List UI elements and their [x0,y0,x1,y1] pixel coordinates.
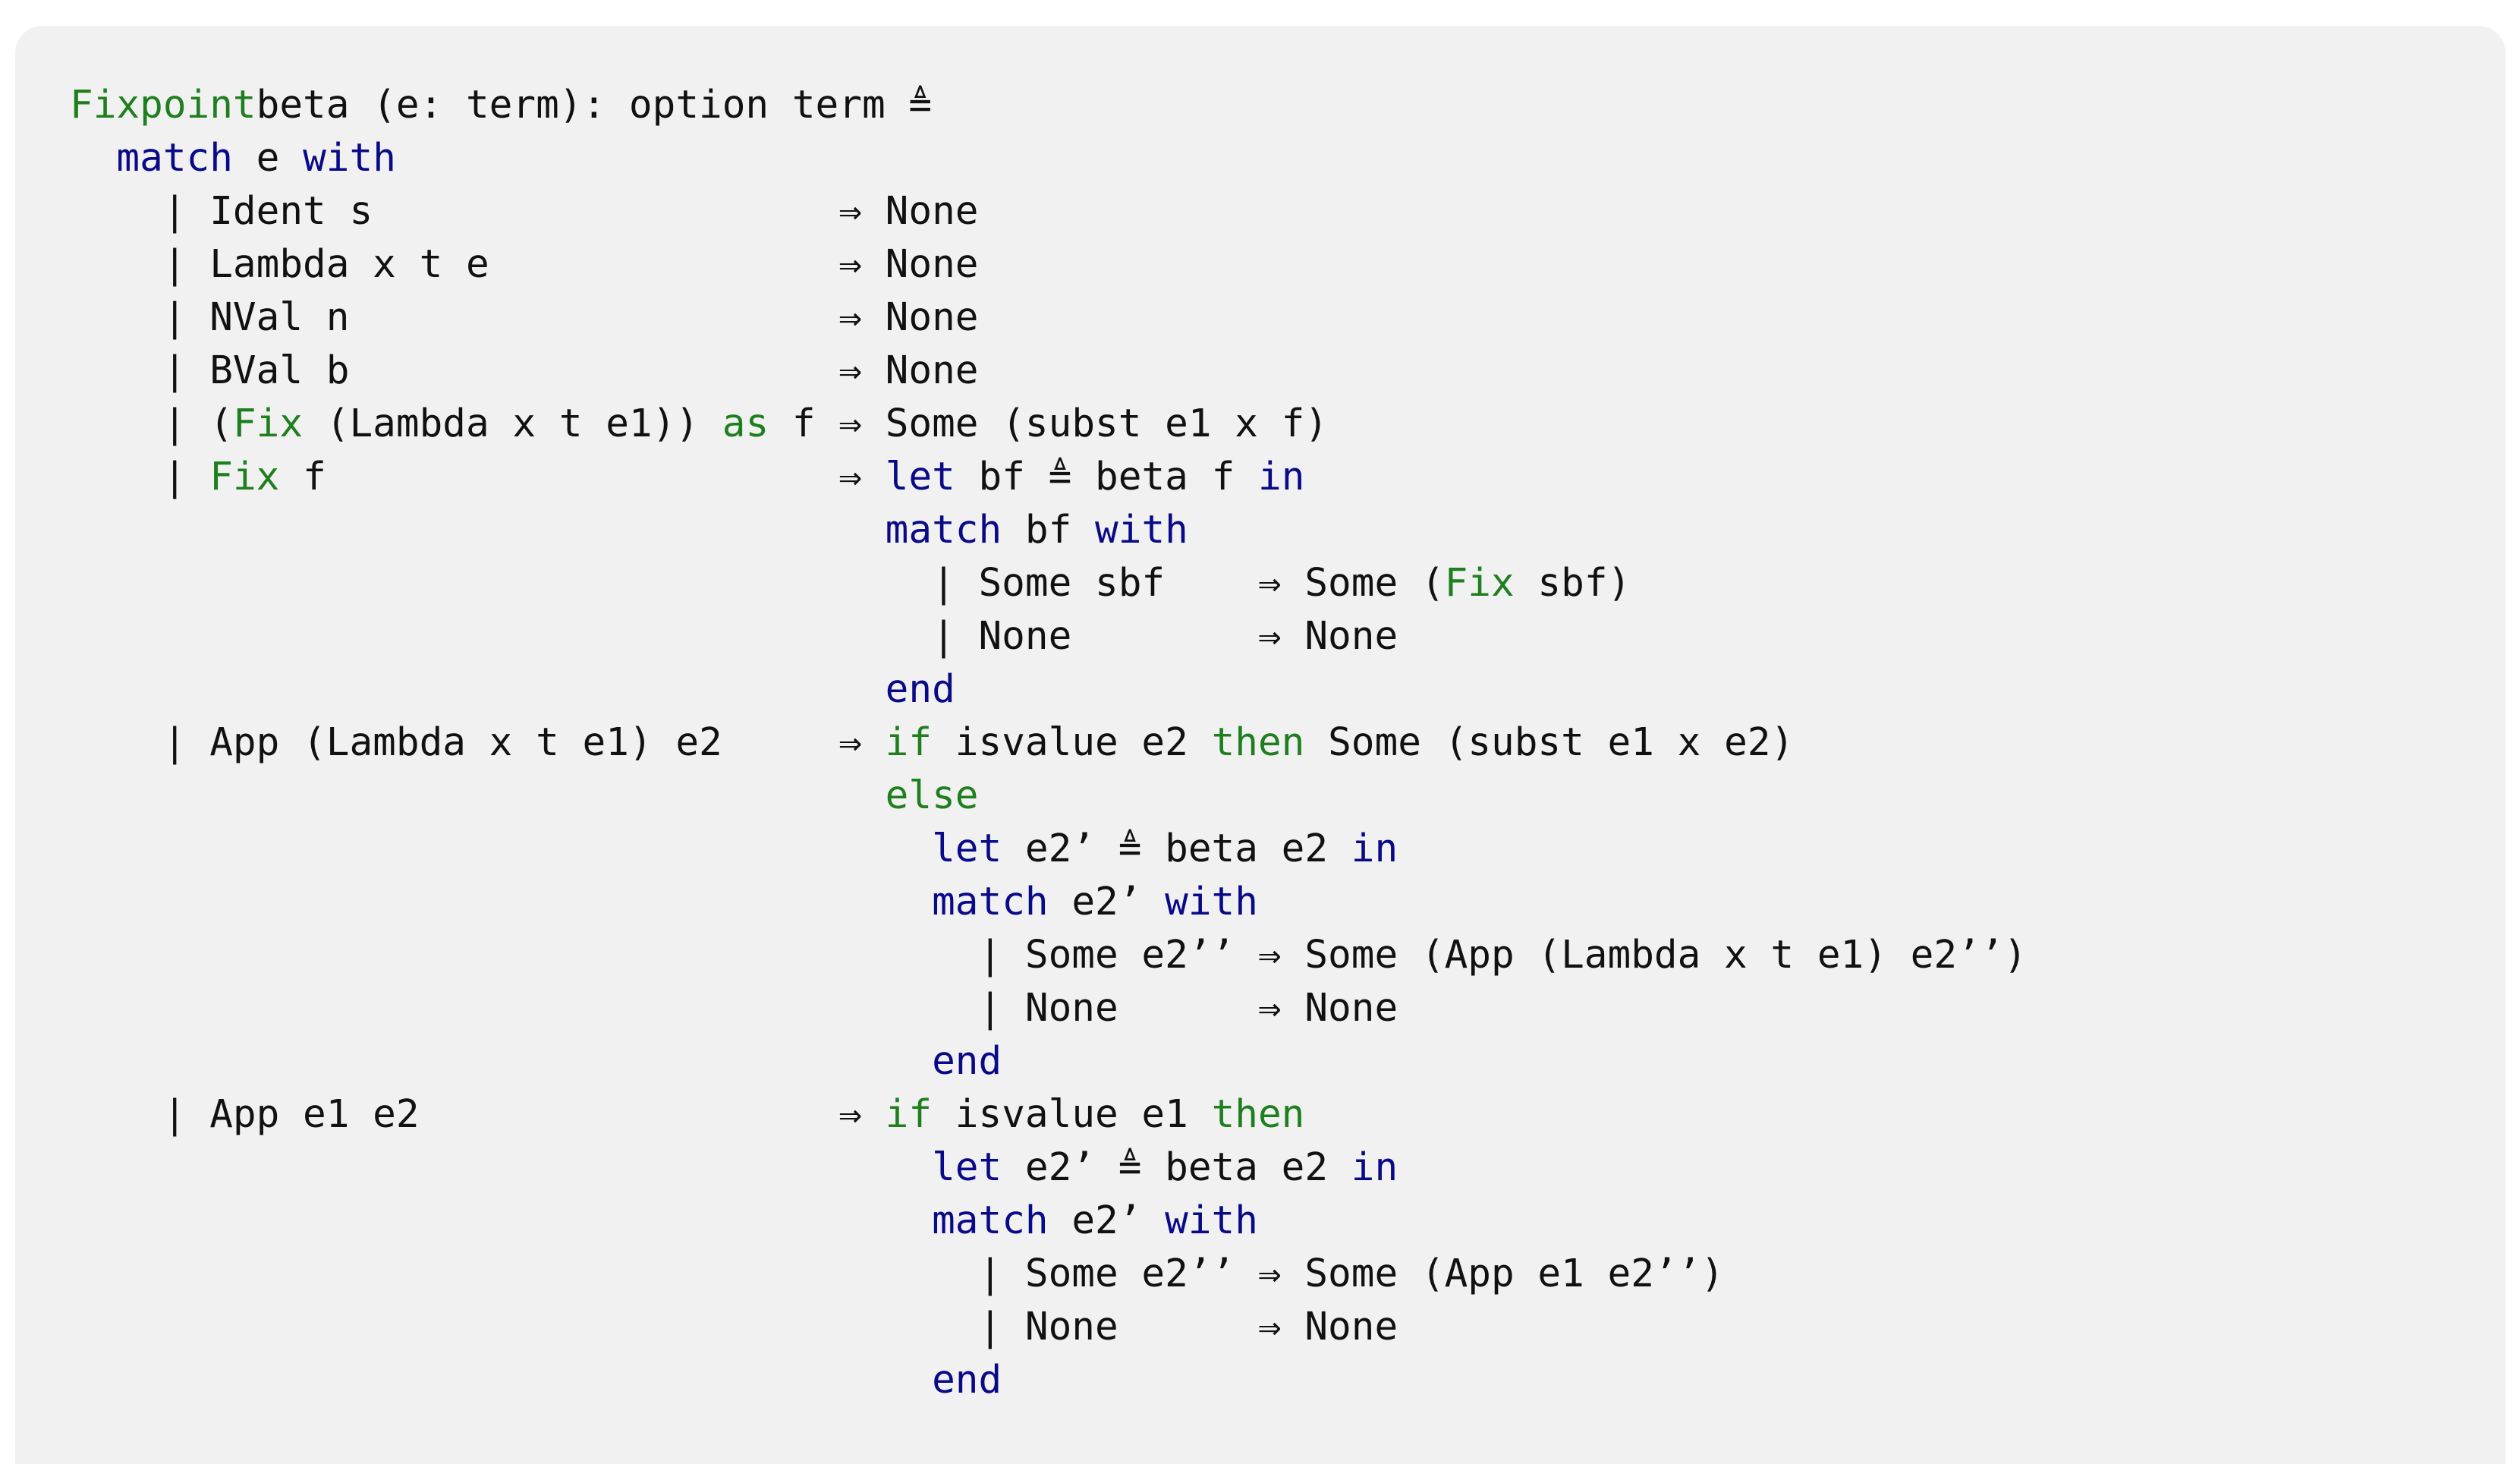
code-text: isvalue e1 [932,1092,1212,1137]
code-line: | Fix f ⇒ let bf ≜ beta f in [70,451,2027,504]
code-keyword: end [885,667,955,712]
code-keyword: Fix [1444,561,1515,606]
code-text: | None ⇒ None [70,614,1398,659]
code-line: | App e1 e2 ⇒ if isvalue e1 then [70,1088,2027,1141]
code-text [70,1198,932,1243]
code-keyword: Fixpoint [70,83,256,128]
code-text: | BVal b ⇒ None [70,348,979,393]
code-text [70,826,932,871]
code-text: f ⇒ Some (subst e1 x f) [769,401,1329,446]
code-text: sbf) [1514,561,1631,606]
code-text: | Some e2’’ ⇒ Some (App (Lambda x t e1) … [70,933,2028,978]
code-keyword: Fix [209,455,280,499]
code-text [70,880,932,924]
code-text: bf [1002,508,1096,553]
code-line: match bf with [70,504,2027,557]
code-text: e2’ ≜ beta e2 [1002,826,1351,871]
code-keyword: else [885,773,979,818]
code-text [70,1358,932,1403]
code-text [70,773,886,818]
code-keyword: with [1165,1198,1258,1243]
code-line: let e2’ ≜ beta e2 in [70,1141,2027,1195]
code-text: | Some e2’’ ⇒ Some (App e1 e2’’) [70,1251,1725,1296]
code-keyword: if [885,1092,933,1137]
code-keyword: in [1257,455,1305,499]
code-text: | NVal n ⇒ None [70,295,979,340]
code-line: | Some e2’’ ⇒ Some (App (Lambda x t e1) … [70,929,2027,982]
code-keyword: match [116,136,233,181]
code-text: isvalue e2 [932,720,1212,765]
code-line: | BVal b ⇒ None [70,345,2027,398]
code-keyword: let [932,1145,1002,1190]
code-line: end [70,663,2027,716]
code-line: | None ⇒ None [70,982,2027,1035]
code-keyword: then [1211,720,1305,765]
code-text: e2’ ≜ beta e2 [1002,1145,1351,1190]
code-line: | Lambda x t e ⇒ None [70,238,2027,291]
code-line: match e with [70,132,2027,185]
code-text [70,667,886,712]
code-text: | [70,455,210,499]
code-keyword: with [1095,508,1188,553]
code-text: e2’ [1048,1198,1166,1243]
code-line: match e2’ with [70,876,2027,929]
code-text: e [232,136,304,181]
code-line: | None ⇒ None [70,610,2027,663]
code-keyword: Fix [232,401,304,446]
code-text: | None ⇒ None [70,1305,1398,1349]
code-line: | Some sbf ⇒ Some (Fix sbf) [70,557,2027,610]
code-text: | ( [70,401,233,446]
code-line: | (Fix (Lambda x t e1)) as f ⇒ Some (sub… [70,398,2027,451]
code-line: match e2’ with [70,1195,2027,1248]
code-keyword: in [1351,826,1398,871]
code-keyword: let [885,455,955,499]
code-line: Fixpointbeta (e: term): option term ≜ [70,79,2027,132]
code-text: | Ident s ⇒ None [70,189,979,234]
code-text [70,508,886,553]
code-keyword: with [1165,880,1258,924]
code-line: | Ident s ⇒ None [70,185,2027,238]
code-text: | App e1 e2 ⇒ [70,1092,886,1137]
code-keyword: if [885,720,933,765]
code-text: (Lambda x t e1)) [303,401,722,446]
code-line: | App (Lambda x t e1) e2 ⇒ if isvalue e2… [70,716,2027,770]
code-keyword: then [1211,1092,1305,1137]
code-keyword: as [722,401,769,446]
code-text: | Some sbf ⇒ Some ( [70,561,1445,606]
code-keyword: end [932,1358,1002,1403]
code-line: | NVal n ⇒ None [70,291,2027,345]
code-listing-panel: Fixpointbeta (e: term): option term ≜ ma… [15,26,2506,1464]
code-text: bf ≜ beta f [955,455,1258,499]
code-keyword: with [303,136,396,181]
code-text: beta (e: term): option term ≜ [256,83,933,128]
code-line: let e2’ ≜ beta e2 in [70,823,2027,876]
code-text [70,1039,932,1084]
code-text: e2’ [1048,880,1166,924]
code-keyword: match [885,508,1002,553]
code-keyword: end [932,1039,1002,1084]
code-text: | Lambda x t e ⇒ None [70,242,979,287]
code-text: | None ⇒ None [70,986,1398,1031]
code-line: end [70,1354,2027,1407]
code-text: f ⇒ [279,455,886,499]
code-text: Some (subst e1 x e2) [1304,720,1795,765]
code-keyword: in [1351,1145,1398,1190]
code-line: end [70,1035,2027,1088]
code-text [70,136,116,181]
code-block: Fixpointbeta (e: term): option term ≜ ma… [70,79,2027,1407]
code-line: else [70,770,2027,823]
code-line: | None ⇒ None [70,1301,2027,1354]
code-keyword: match [932,880,1049,924]
code-line: | Some e2’’ ⇒ Some (App e1 e2’’) [70,1248,2027,1301]
code-keyword: match [932,1198,1049,1243]
code-text: | App (Lambda x t e1) e2 ⇒ [70,720,886,765]
code-text [70,1145,932,1190]
code-keyword: let [932,826,1002,871]
